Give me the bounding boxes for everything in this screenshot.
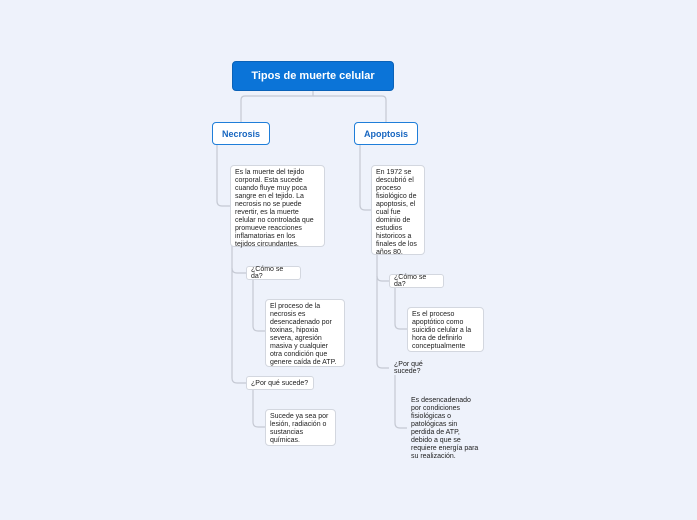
apoptosis-como-question[interactable]: ¿Cómo se da? — [389, 274, 444, 288]
link-apoptosis-porque-answer — [394, 375, 407, 429]
necrosis-como-answer[interactable]: El proceso de la necrosis es desencadena… — [265, 299, 345, 367]
link-necrosis-porque — [231, 268, 246, 384]
link-root-apoptosis — [313, 95, 387, 122]
apoptosis-porque-question[interactable]: ¿Por qué sucede? — [394, 361, 423, 375]
link-necrosis-como — [231, 246, 246, 274]
topic-necrosis[interactable]: Necrosis — [212, 122, 270, 145]
link-apoptosis-porque — [376, 276, 389, 369]
necrosis-porque-answer[interactable]: Sucede ya sea por lesión, radiación o su… — [265, 409, 336, 446]
apoptosis-porque-answer[interactable]: Es desencadenado por condiciones fisioló… — [411, 397, 479, 460]
link-necrosis-porque-answer — [252, 390, 265, 428]
link-apoptosis-como-answer — [394, 288, 407, 330]
root-topic[interactable]: Tipos de muerte celular — [232, 61, 394, 91]
link-apoptosis-como — [376, 255, 389, 282]
link-root-necrosis — [240, 91, 314, 122]
link-necrosis-definition — [216, 145, 230, 207]
link-necrosis-como-answer — [252, 280, 265, 332]
necrosis-como-question[interactable]: ¿Cómo se da? — [246, 266, 301, 280]
necrosis-definition[interactable]: Es la muerte del tejido corporal. Esta s… — [230, 165, 325, 248]
apoptosis-como-answer[interactable]: Es el proceso apoptótico como suicidio c… — [407, 307, 484, 352]
link-apoptosis-definition — [359, 145, 371, 211]
apoptosis-definition[interactable]: En 1972 se descubrió el proceso fisiológ… — [371, 165, 425, 256]
topic-apoptosis[interactable]: Apoptosis — [354, 122, 418, 145]
necrosis-porque-question[interactable]: ¿Por qué sucede? — [246, 376, 314, 390]
